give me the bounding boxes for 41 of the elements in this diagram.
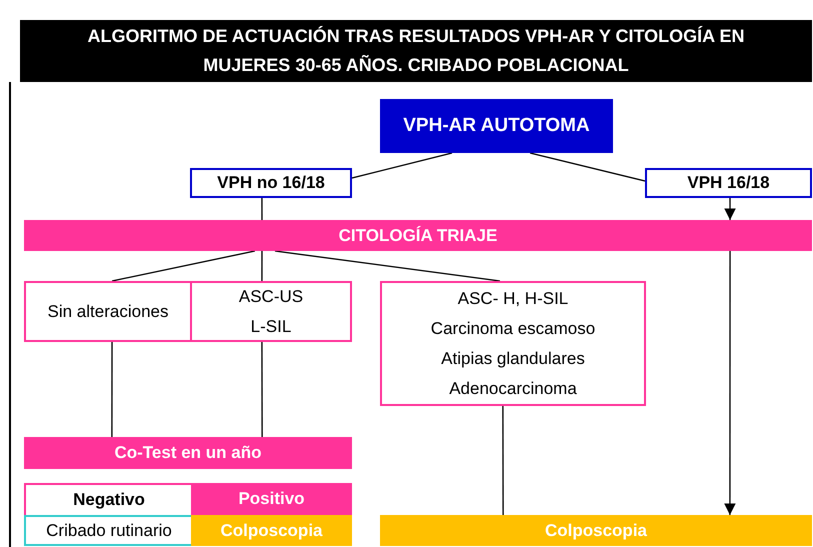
connector-line (502, 406, 504, 515)
node-text: Carcinoma escamoso (430, 318, 596, 340)
diagram-title: ALGORITMO DE ACTUACIÓN TRAS RESULTADOS VPH-AR Y CITOLOGÍA EN MUJERES 30-65 AÑOS. CRIBADO POBLACIONAL (20, 20, 812, 82)
node-text: Colposcopia (220, 520, 322, 542)
result-cell (191, 483, 352, 515)
node-text: Adenocarcinoma (449, 378, 577, 400)
node-text: VPH no 16/18 (217, 172, 325, 194)
connector-line (261, 342, 263, 437)
result-box (190, 281, 352, 342)
node-text: Colposcopia (544, 520, 647, 542)
connector-line (112, 250, 256, 282)
node-text: Sin alteraciones (48, 300, 168, 323)
node-text: Cribado rutinario (46, 520, 172, 542)
result-box (24, 281, 192, 342)
node-text: Atipias glandulares (441, 348, 585, 370)
connector-line (530, 152, 646, 182)
result-cell (24, 483, 192, 515)
node-text: ASC- H, H-SIL (458, 288, 568, 310)
process-bar (24, 220, 812, 251)
node-text: ASC-US L-SIL (238, 286, 304, 338)
connector-line (352, 152, 452, 179)
connector-line (261, 251, 263, 281)
process-bar (24, 437, 352, 469)
connector-line (111, 342, 113, 437)
node-text: VPH-AR AUTOTOMA (403, 114, 590, 138)
result-box (380, 281, 646, 406)
node-text: CITOLOGÍA TRIAJE (338, 224, 498, 247)
node-text: Positivo (238, 488, 305, 510)
arrow (724, 198, 736, 220)
node-text: Co-Test en un año (114, 442, 262, 464)
result-box (645, 168, 812, 198)
arrow (724, 251, 736, 515)
outcome-cell (24, 515, 192, 546)
connector-line (274, 250, 500, 282)
outcome-cell (191, 515, 352, 546)
process-box (380, 99, 613, 153)
outcome-bar (380, 515, 812, 546)
node-text: Negativo (73, 489, 145, 512)
node-text: VPH 16/18 (687, 172, 770, 194)
result-box (190, 168, 352, 198)
connector-line (261, 198, 263, 220)
